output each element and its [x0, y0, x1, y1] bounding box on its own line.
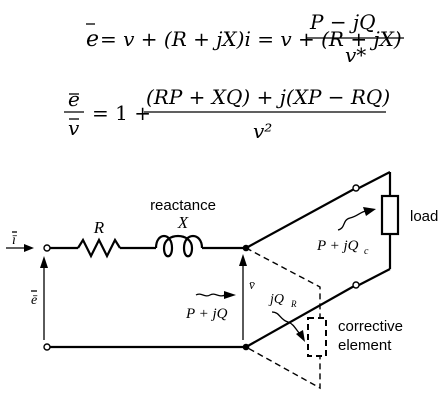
eq1-lhs: e [86, 27, 99, 52]
corrective-power-arrowhead [296, 330, 305, 342]
resistor-R [77, 237, 121, 259]
X-label: X [177, 213, 189, 232]
wire [245, 187, 357, 249]
corrective-power-subscript: R [290, 299, 297, 309]
load-power-arrow [337, 210, 367, 231]
input-terminal-bottom [43, 343, 51, 351]
corrective-element [307, 317, 327, 357]
corrective-power-arrow [271, 311, 301, 335]
load-terminal-top [352, 184, 360, 192]
power-flow-label: P + jQ [185, 306, 228, 322]
current-arrowhead [24, 244, 34, 252]
equation-1: e = v + (R + jX)i = v + (R + jX) P − jQ … [86, 10, 404, 67]
current-label: ī [12, 233, 17, 248]
load-caption: load [410, 208, 438, 225]
eq1-denominator: v* [345, 43, 366, 67]
reactance-inductor [154, 234, 204, 258]
eq2-lhs-denominator: v [68, 116, 80, 140]
reactance-caption: reactance [150, 197, 216, 214]
circuit: ī R reactance X ē v̄ P + jQ [6, 171, 438, 390]
eq1-rhs: = v + (R + jX)i = v + (R + jX) [100, 27, 402, 51]
corrective-caption-2: element [338, 337, 392, 354]
load-power-label: P + jQ [316, 238, 359, 254]
load-power-subscript: c [364, 246, 369, 257]
input-terminal-top [43, 244, 51, 252]
corrective-power-label: jQ [268, 292, 284, 307]
load-voltage-arrowhead [239, 254, 247, 266]
load-power-arrowhead [363, 207, 376, 216]
equation-2: e v = 1 + (RP + XQ) + j(XP − RQ) v² [64, 85, 390, 143]
eq1-numerator: P − jQ [309, 10, 376, 34]
wire [245, 284, 357, 348]
load-terminal-bottom [352, 281, 360, 289]
eq2-lhs-numerator: e [68, 87, 80, 111]
power-flow-arrow [195, 293, 226, 297]
eq2-rhs-prefix: = 1 + [92, 101, 151, 125]
wire [358, 268, 391, 286]
source-voltage-arrowhead [40, 256, 48, 268]
source-voltage-label: ē [31, 293, 38, 308]
power-flow-arrowhead [224, 291, 236, 299]
R-label: R [93, 218, 105, 237]
wire [358, 171, 391, 189]
corrective-caption-1: corrective [338, 318, 403, 335]
eq2-denominator: v² [253, 119, 272, 143]
load-element [380, 194, 400, 236]
eq2-numerator: (RP + XQ) + j(XP − RQ) [146, 85, 390, 109]
load-voltage-label: v̄ [249, 277, 255, 292]
